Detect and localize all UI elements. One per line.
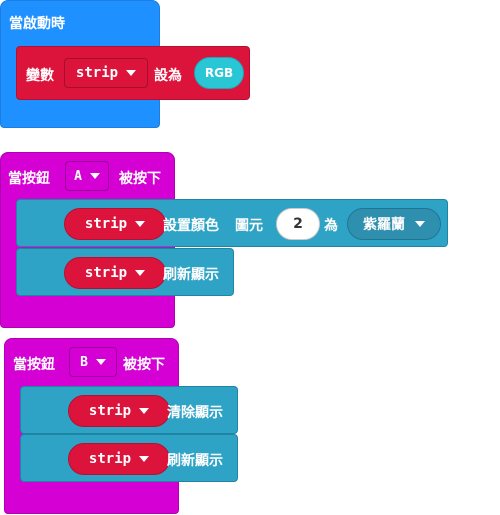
strip-variable-pill[interactable]: strip — [64, 208, 166, 240]
button-a-prefix: 當按鈕 — [8, 171, 50, 187]
rgb-value-label: RGB — [204, 66, 234, 80]
chevron-down-icon — [89, 173, 100, 179]
color-dropdown[interactable]: 紫羅蘭 — [347, 208, 441, 240]
strip-variable-pill[interactable]: strip — [68, 443, 170, 475]
pixel-label: 圖元 — [235, 218, 263, 234]
button-a-name: A — [74, 168, 82, 184]
set-variable-prefix: 變數 — [26, 68, 54, 84]
show-block-a[interactable]: strip 刷新顯示 — [16, 248, 234, 296]
chevron-down-icon — [415, 221, 425, 227]
set-pixel-color-block[interactable]: strip 設置顏色 圖元 2 為 紫羅蘭 — [16, 199, 448, 247]
strip-variable-name: strip — [88, 403, 132, 419]
to-label: 為 — [324, 218, 338, 234]
button-a-dropdown[interactable]: A — [65, 161, 109, 191]
set-variable-middle: 設為 — [154, 68, 182, 84]
chevron-down-icon — [135, 270, 146, 276]
variable-name: strip — [75, 65, 119, 81]
show-label: 刷新顯示 — [163, 267, 219, 283]
pixel-index-input[interactable]: 2 — [276, 208, 320, 240]
set-pixel-label: 設置顏色 — [163, 218, 219, 234]
button-b-suffix: 被按下 — [123, 357, 165, 373]
chevron-down-icon — [126, 70, 137, 76]
chevron-down-icon — [139, 456, 150, 462]
set-variable-block[interactable]: 變數 strip 設為 RGB — [16, 46, 250, 100]
button-a-suffix: 被按下 — [119, 171, 161, 187]
strip-variable-pill[interactable]: strip — [64, 257, 166, 289]
strip-variable-name: strip — [84, 216, 128, 232]
button-b-name: B — [80, 354, 88, 370]
strip-variable-name: strip — [84, 265, 128, 281]
rgb-value-chip[interactable]: RGB — [194, 57, 244, 89]
chevron-down-icon — [139, 408, 150, 414]
clear-label: 清除顯示 — [167, 405, 223, 421]
variable-dropdown[interactable]: strip — [64, 58, 148, 88]
color-value: 紫羅蘭 — [363, 217, 405, 233]
on-start-label: 當啟動時 — [9, 16, 65, 32]
chevron-down-icon — [95, 359, 106, 365]
show-label: 刷新顯示 — [167, 453, 223, 469]
button-b-prefix: 當按鈕 — [13, 357, 55, 373]
button-b-dropdown[interactable]: B — [69, 347, 117, 377]
clear-block-b[interactable]: strip 清除顯示 — [20, 386, 238, 434]
strip-variable-pill[interactable]: strip — [68, 395, 170, 427]
chevron-down-icon — [135, 221, 146, 227]
show-block-b[interactable]: strip 刷新顯示 — [20, 434, 238, 482]
pixel-index-value: 2 — [293, 216, 303, 232]
strip-variable-name: strip — [88, 451, 132, 467]
